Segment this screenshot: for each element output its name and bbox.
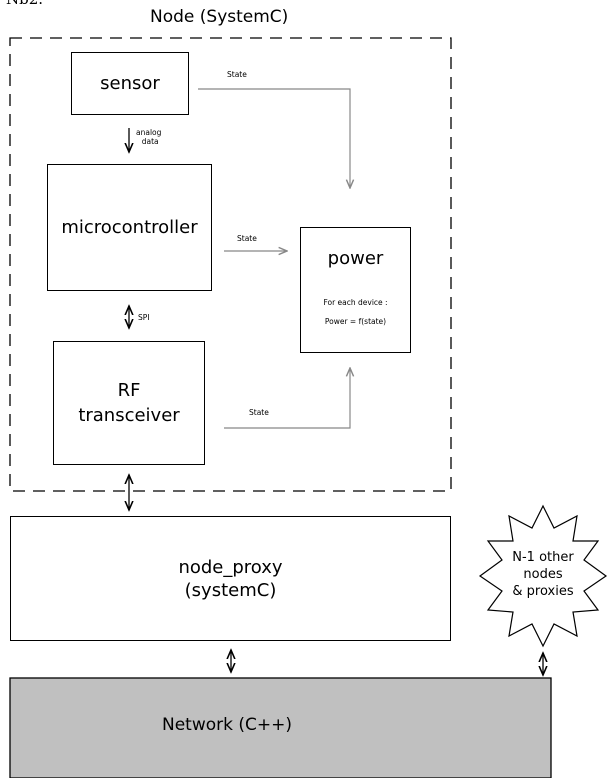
rf-state-label: State xyxy=(249,408,269,417)
micro-state-label: State xyxy=(237,234,257,243)
node-boundary xyxy=(9,37,452,492)
microcontroller-label: microcontroller xyxy=(61,217,198,238)
analog-data-label: analog data xyxy=(136,128,162,146)
microcontroller-box: microcontroller xyxy=(47,164,212,291)
node-proxy-label-line1: node_proxy xyxy=(178,556,283,578)
node-title: Node (SystemC) xyxy=(150,7,289,27)
spi-label: SPI xyxy=(138,313,150,322)
other-nodes-label: N-1 other nodes & proxies xyxy=(512,550,574,599)
node-proxy-box: node_proxy (systemC) xyxy=(10,516,451,641)
sensor-state-label: State xyxy=(227,70,247,79)
cut-off-text: Nb2. xyxy=(6,0,43,8)
power-box: power For each device : Power = f(state) xyxy=(300,227,411,353)
rf-transceiver-box: RF transceiver xyxy=(53,341,205,465)
rf-state-arrow xyxy=(224,368,350,429)
network-label: Network (C++) xyxy=(162,715,293,735)
other-nodes-cloud xyxy=(478,504,608,648)
power-desc-line2: Power = f(state) xyxy=(324,317,387,326)
node-proxy-label-line2: (systemC) xyxy=(184,579,277,601)
sensor-box: sensor xyxy=(71,52,189,115)
network-box xyxy=(9,677,552,778)
power-desc-line1: For each device : xyxy=(323,298,388,307)
rf-label-line1: RF xyxy=(117,380,141,401)
rf-label-line2: transceiver xyxy=(78,405,180,426)
sensor-state-arrow xyxy=(198,88,350,188)
sensor-label: sensor xyxy=(100,73,160,94)
power-title: power xyxy=(327,248,384,269)
